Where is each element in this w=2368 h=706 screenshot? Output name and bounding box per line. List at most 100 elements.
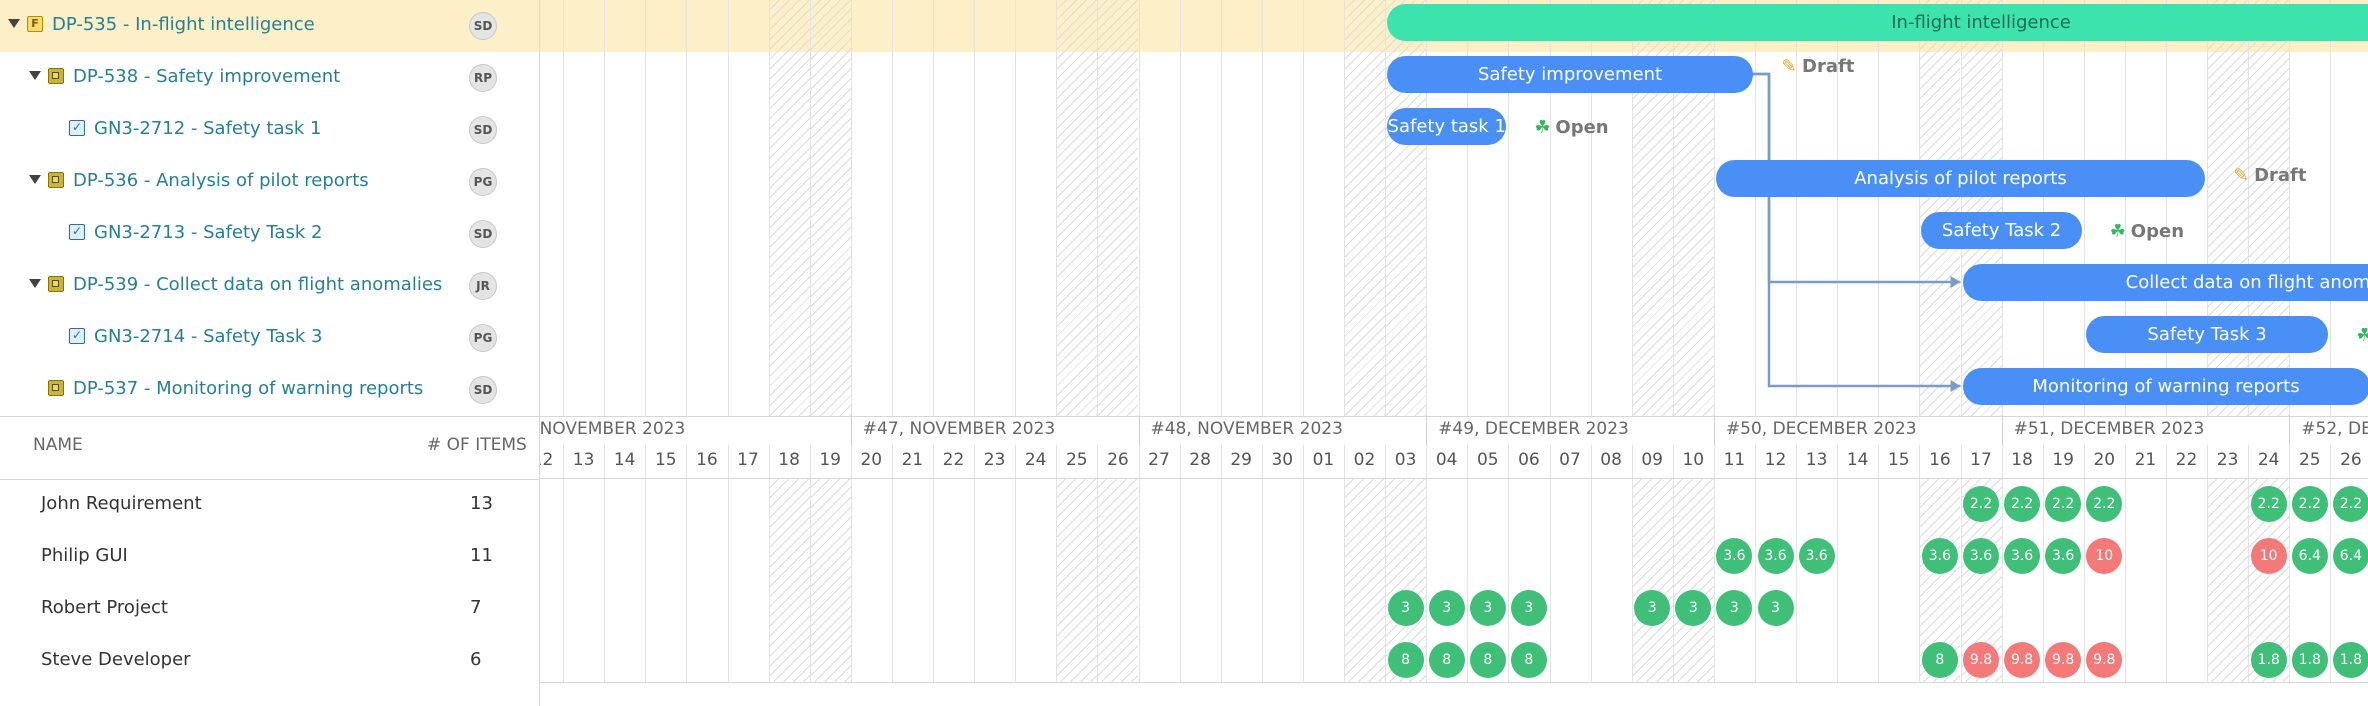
tree-row[interactable]: DP-536 - Analysis of pilot reports PG <box>0 156 539 208</box>
day-gridline <box>1550 445 1551 682</box>
day-gridline <box>1385 445 1386 682</box>
day-gridline <box>2084 445 2085 682</box>
workload-bubble[interactable]: 3.6 <box>2045 538 2082 574</box>
workload-bubble[interactable]: 3 <box>1634 590 1671 626</box>
collapse-toggle[interactable] <box>8 19 20 28</box>
open-status-icon: ☘ <box>1534 117 1551 138</box>
workload-bubble[interactable]: 9.8 <box>2004 642 2041 678</box>
collapse-toggle[interactable] <box>29 279 41 288</box>
issue-link[interactable]: DP-536 - Analysis of pilot reports <box>73 170 369 191</box>
workload-bubble[interactable]: 3 <box>1510 590 1547 626</box>
tree-row[interactable]: DP-539 - Collect data on flight anomalie… <box>0 260 539 312</box>
workload-bubble[interactable]: 3 <box>1675 590 1712 626</box>
workload-bubble[interactable]: 3.6 <box>1757 538 1794 574</box>
workload-bubble[interactable]: 2.2 <box>2332 486 2368 522</box>
epic-icon <box>48 380 64 396</box>
gantt-chart[interactable]: #46, NOVEMBER 2023#47, NOVEMBER 2023#48,… <box>540 0 2368 706</box>
assignee-avatar[interactable]: SD <box>469 12 497 40</box>
workload-bubble[interactable]: 8 <box>1921 642 1958 678</box>
day-number: 13 <box>1805 450 1828 470</box>
tree-row[interactable]: DP-537 - Monitoring of warning reports SD <box>0 364 539 416</box>
workload-bubble[interactable]: 9.8 <box>1963 642 1999 678</box>
workload-bubble[interactable]: 2.2 <box>2291 486 2328 522</box>
workload-bubble[interactable]: 2.2 <box>2250 486 2287 522</box>
weekend-column <box>1097 0 1139 416</box>
workload-bubble[interactable]: 3 <box>1387 590 1424 626</box>
workload-bubble[interactable]: 9.8 <box>2086 642 2123 678</box>
workload-bubble[interactable]: 10 <box>2250 538 2287 574</box>
day-number: 20 <box>2093 450 2116 470</box>
day-gridline <box>1550 0 1551 416</box>
day-gridline <box>1056 445 1057 682</box>
weekend-column <box>1056 0 1098 416</box>
issue-link[interactable]: DP-538 - Safety improvement <box>73 66 341 87</box>
issue-link[interactable]: DP-537 - Monitoring of warning reports <box>73 378 424 399</box>
assignee-avatar[interactable]: JR <box>469 272 497 300</box>
day-gridline <box>1385 0 1386 416</box>
assignee-avatar[interactable]: SD <box>469 376 497 404</box>
workload-bubble[interactable]: 1.8 <box>2332 642 2368 678</box>
workload-bubble[interactable]: 3.6 <box>1716 538 1753 574</box>
day-gridline <box>1056 0 1057 416</box>
gantt-bar[interactable]: Safety Task 2 <box>1921 212 2082 249</box>
name-column-header[interactable]: NAME <box>33 435 83 455</box>
workload-bubble[interactable]: 6.4 <box>2291 538 2328 574</box>
epic-icon <box>48 68 64 84</box>
assignee-avatar[interactable]: SD <box>469 116 497 144</box>
issue-link[interactable]: GN3-2713 - Safety Task 2 <box>94 222 323 243</box>
workload-bubble[interactable]: 2.2 <box>1963 486 1999 522</box>
item-count-column-header[interactable]: # OF ITEMS <box>427 435 527 455</box>
tree-row[interactable]: DP-538 - Safety improvement RP <box>0 52 539 104</box>
resource-item-count: 11 <box>470 545 493 566</box>
day-gridline <box>1961 0 1962 416</box>
workload-bubble[interactable]: 3 <box>1757 590 1794 626</box>
workload-bubble[interactable]: 8 <box>1469 642 1506 678</box>
workload-bubble[interactable]: 3.6 <box>1921 538 1958 574</box>
workload-bubble[interactable]: 9.8 <box>2045 642 2082 678</box>
workload-bubble[interactable]: 8 <box>1387 642 1424 678</box>
workload-bubble[interactable]: 6.4 <box>2332 538 2368 574</box>
collapse-toggle[interactable] <box>29 175 41 184</box>
collapse-toggle[interactable] <box>29 71 41 80</box>
assignee-avatar[interactable]: SD <box>469 220 497 248</box>
gantt-bar[interactable]: Monitoring of warning reports <box>1962 368 2368 405</box>
issue-link[interactable]: DP-539 - Collect data on flight anomalie… <box>73 274 443 295</box>
workload-bubble[interactable]: 2.2 <box>2086 486 2123 522</box>
gantt-bar[interactable]: Safety task 1 <box>1387 108 1507 145</box>
gantt-bar[interactable]: Safety Task 3 <box>2085 316 2329 353</box>
gantt-bar[interactable]: Safety improvement <box>1387 56 1753 93</box>
day-gridline <box>1426 445 1427 682</box>
workload-bubble[interactable]: 10 <box>2086 538 2123 574</box>
workload-bubble[interactable]: 8 <box>1510 642 1547 678</box>
workload-bubble[interactable]: 2.2 <box>2045 486 2082 522</box>
workload-bubble[interactable]: 3.6 <box>1963 538 1999 574</box>
day-gridline <box>1714 445 1715 682</box>
dependency-line[interactable] <box>1749 72 1961 388</box>
assignee-avatar[interactable]: PG <box>469 168 497 196</box>
workload-bubble[interactable]: 3 <box>1428 590 1465 626</box>
workload-bubble[interactable]: 2.2 <box>2004 486 2041 522</box>
workload-bubble[interactable]: 3.6 <box>2004 538 2041 574</box>
gantt-bar[interactable]: In-flight intelligence <box>1387 4 2368 41</box>
workload-bubble[interactable]: 3 <box>1469 590 1506 626</box>
gantt-bar[interactable]: Analysis of pilot reports <box>1715 160 2206 197</box>
issue-link[interactable]: GN3-2712 - Safety task 1 <box>94 118 322 139</box>
gantt-bar[interactable]: Collect data on flight anomalies <box>1962 264 2368 301</box>
assignee-avatar[interactable]: PG <box>469 324 497 352</box>
assignee-avatar[interactable]: RP <box>469 64 497 92</box>
workload-bubble[interactable]: 8 <box>1428 642 1465 678</box>
workload-bubble[interactable]: 1.8 <box>2291 642 2328 678</box>
workload-bubble[interactable]: 3 <box>1716 590 1753 626</box>
issue-link[interactable]: DP-535 - In-flight intelligence <box>52 14 315 35</box>
issue-link[interactable]: GN3-2714 - Safety Task 3 <box>94 326 323 347</box>
workload-bubble[interactable]: 1.8 <box>2250 642 2287 678</box>
workload-bubble[interactable]: 3.6 <box>1798 538 1835 574</box>
